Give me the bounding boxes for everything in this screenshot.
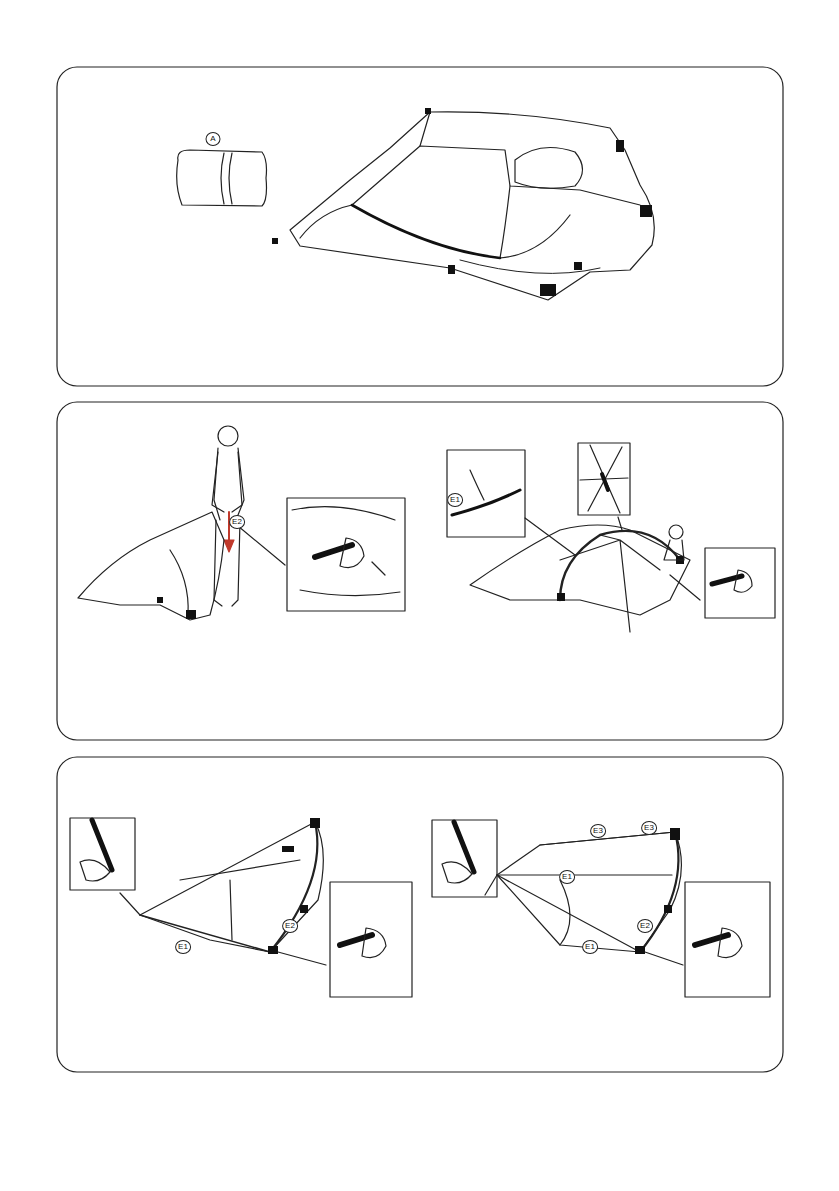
step-panel (57, 67, 783, 386)
callout-label: E3 (590, 824, 606, 838)
person-standing (212, 426, 244, 606)
tent-frame (140, 822, 323, 952)
callout-label: E2 (229, 515, 245, 529)
detail-inset (287, 498, 405, 611)
tent-on-ground (78, 512, 224, 620)
callout-label: E1 (582, 940, 598, 954)
spread-tent (290, 112, 654, 300)
detail-inset (70, 818, 135, 890)
step-panel (57, 402, 783, 740)
detail-inset (432, 820, 497, 897)
callout-label: E2 (637, 919, 653, 933)
detail-inset (330, 882, 412, 997)
detail-inset (685, 882, 770, 997)
callout-label: A (206, 132, 221, 146)
packed-tent (177, 150, 267, 206)
callout-label: E1 (175, 940, 191, 954)
detail-inset (447, 450, 525, 537)
dome-frame (470, 525, 690, 632)
step-panel (57, 757, 783, 1072)
callout-label: E3 (641, 821, 657, 835)
person-kneeling (664, 525, 684, 560)
callout-label: E2 (282, 919, 298, 933)
detail-inset (705, 548, 775, 618)
detail-inset (578, 443, 630, 515)
callout-label: E1 (559, 870, 575, 884)
tent-frame (497, 832, 681, 952)
callout-label: E1 (447, 493, 463, 507)
